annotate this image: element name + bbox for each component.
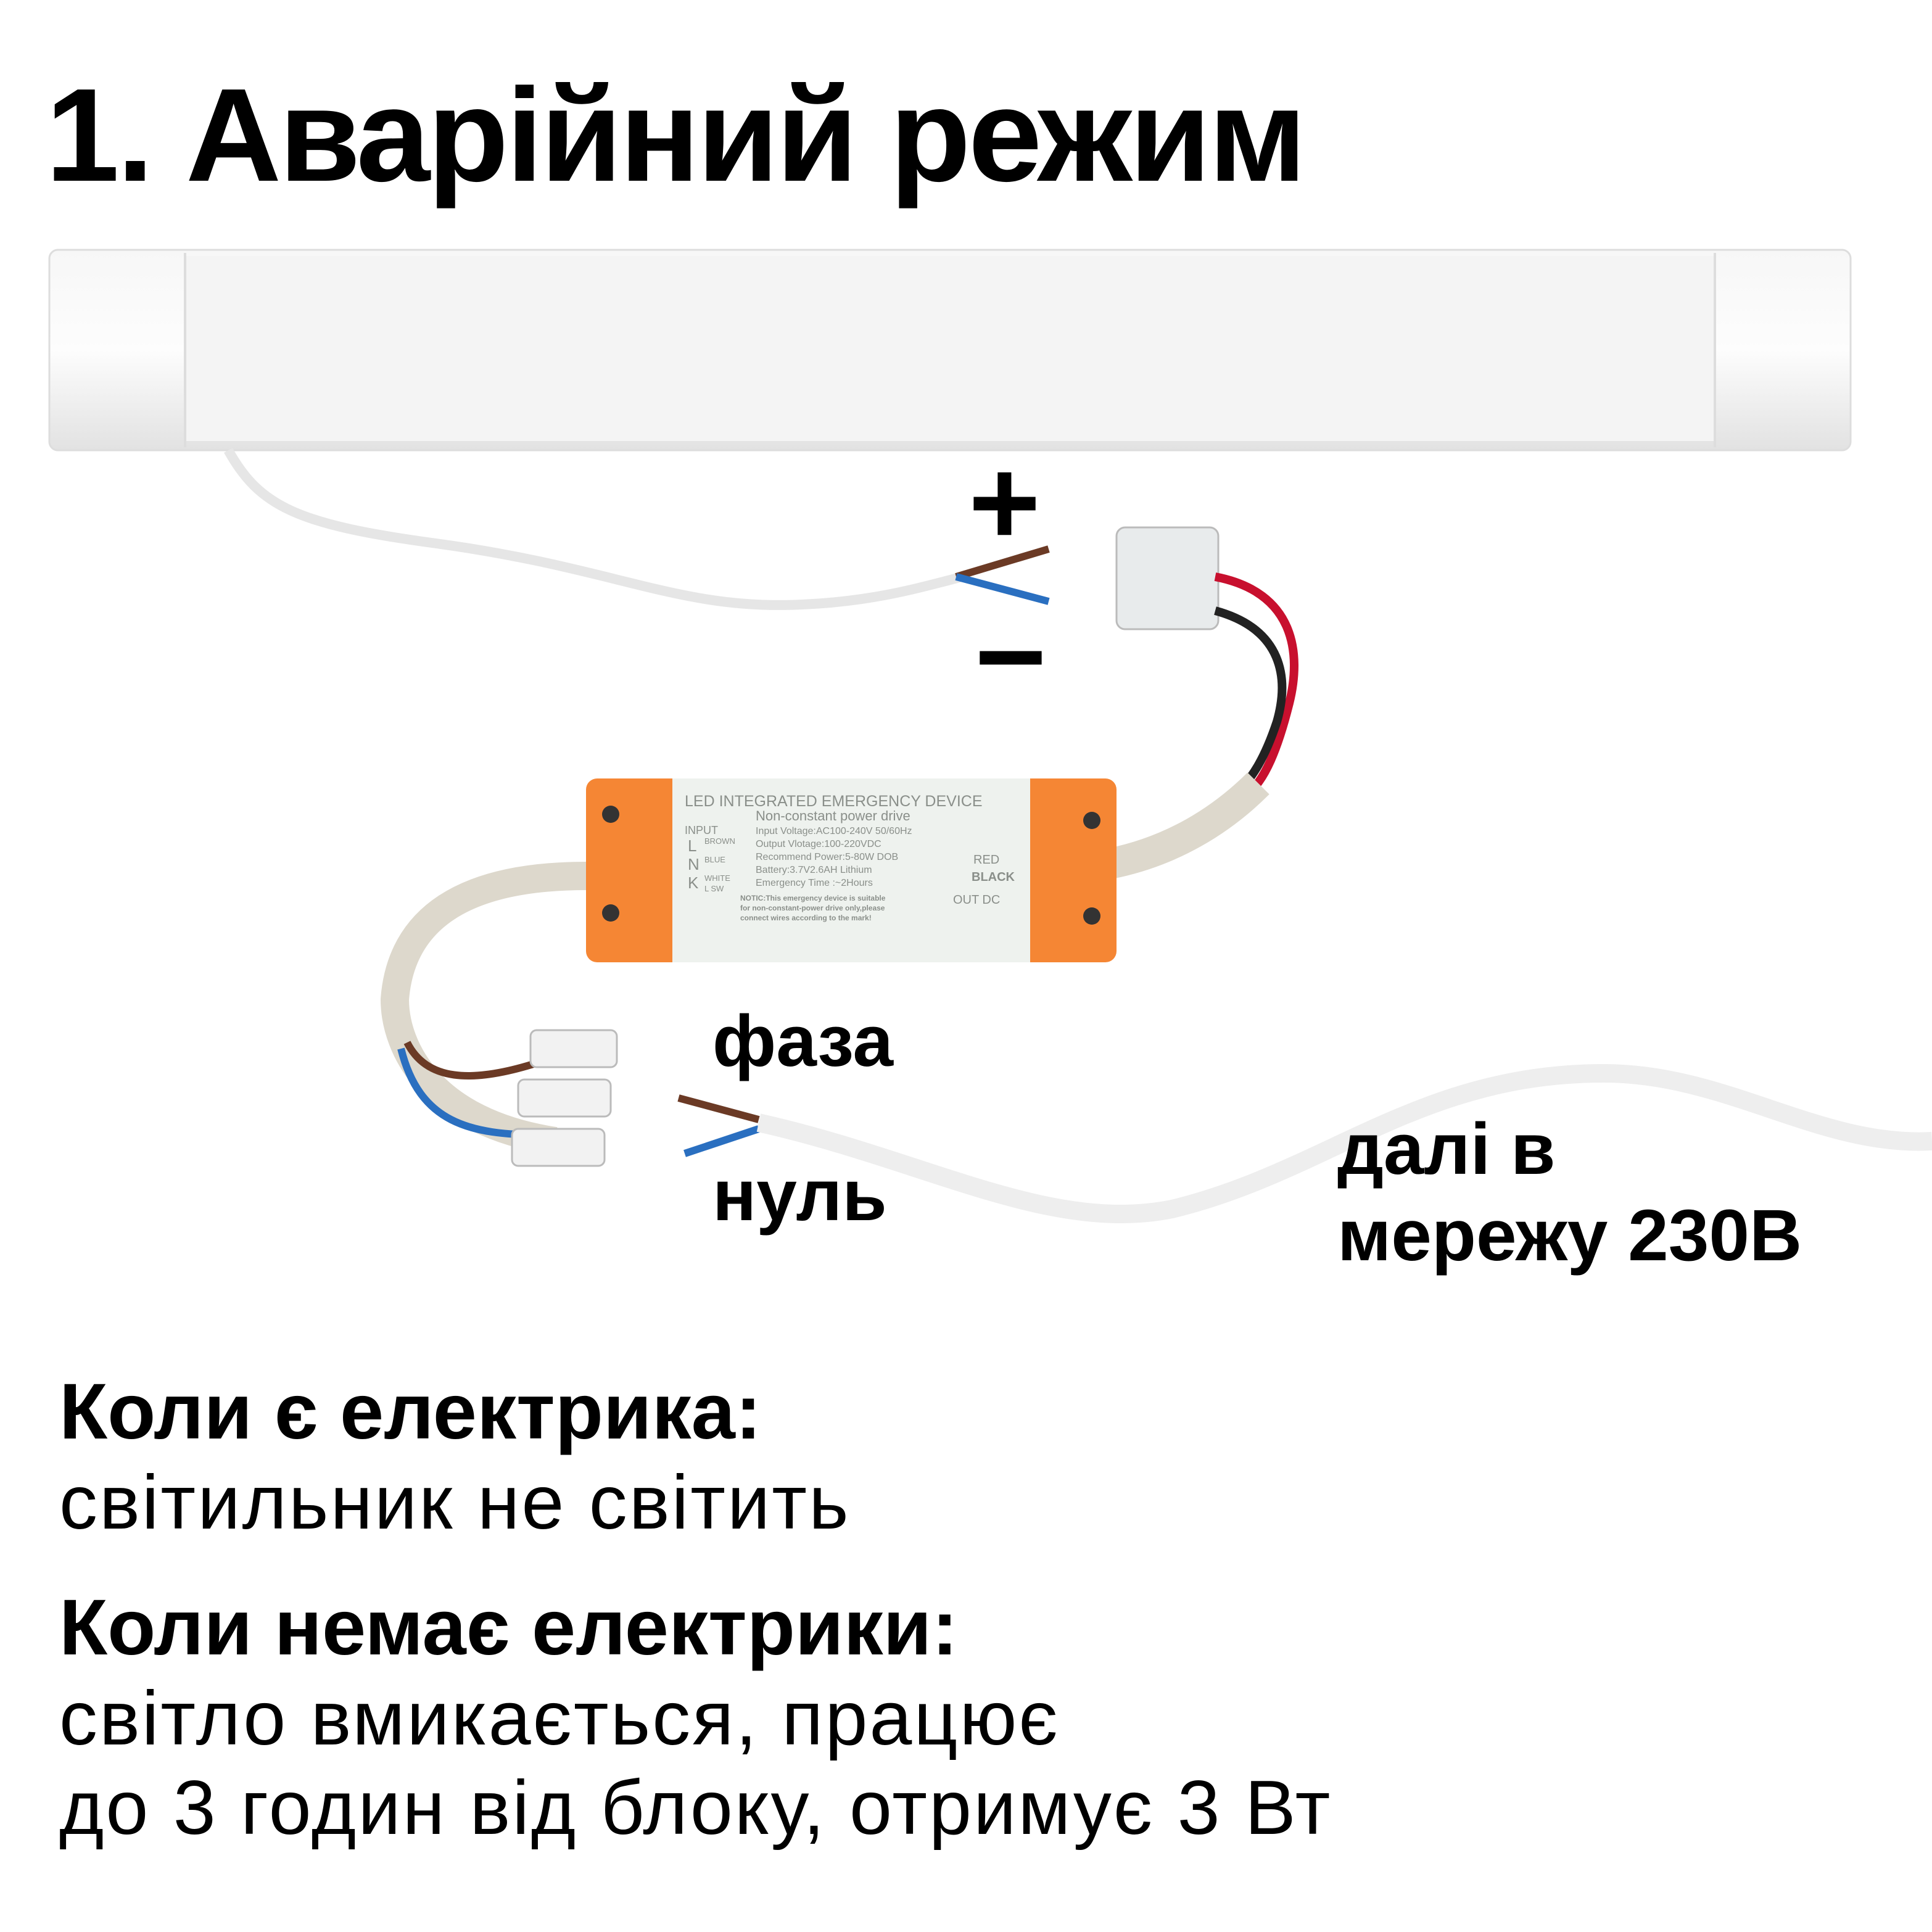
pin-n: N: [688, 855, 700, 873]
neutral-label: нуль: [712, 1155, 887, 1236]
spec: Output Vlotage:100-220VDC: [756, 839, 881, 849]
output-connector: [1115, 526, 1220, 630]
no-power-line-2: до 3 годин від блоку, отримує 3 Вт: [59, 1765, 1332, 1851]
notice: connect wires according to the mark!: [740, 914, 872, 922]
pin-k: K: [688, 873, 699, 892]
pin-n-color: BLUE: [704, 855, 725, 864]
pin-k-color: WHITE: [704, 873, 730, 883]
emergency-device: LED INTEGRATED EMERGENCY DEVICE Non-cons…: [586, 778, 1117, 962]
out-plus: RED: [973, 853, 999, 867]
spec: Recommend Power:5-80W DOB: [756, 852, 898, 862]
minus-label: −: [975, 588, 1047, 725]
device-input-label: INPUT: [685, 824, 718, 836]
no-power-heading: Коли немає електрики:: [59, 1583, 958, 1672]
lamp-cable: [224, 448, 964, 610]
device-subheading: Non-constant power drive: [756, 808, 910, 824]
out-dc: OUT DC: [953, 893, 1000, 907]
input-connectors: [511, 1029, 618, 1167]
pin-l: L: [688, 836, 696, 855]
mains-cable: [756, 1063, 1932, 1223]
spec: Input Voltage:AC100-240V 50/60Hz: [756, 826, 912, 836]
page-title: 1. Аварійний режим: [46, 60, 1307, 209]
plus-label: +: [968, 434, 1041, 571]
no-power-line-1: світло вмикається, працює: [59, 1676, 1060, 1761]
led-lamp: [48, 249, 1852, 452]
out-minus: BLACK: [972, 870, 1015, 884]
phase-label: фаза: [712, 1001, 894, 1082]
with-power-heading: Коли є електрика:: [59, 1368, 762, 1456]
spec: Emergency Time :~2Hours: [756, 878, 873, 888]
notice: for non-constant-power drive only,please: [740, 904, 885, 912]
network-label-2: мережу 230В: [1337, 1195, 1802, 1276]
spec: Battery:3.7V2.6AH Lithium: [756, 865, 872, 875]
with-power-text: світильник не світить: [59, 1460, 851, 1545]
pin-k-extra: L SW: [704, 884, 724, 893]
network-label-1: далі в: [1337, 1108, 1556, 1190]
device-heading: LED INTEGRATED EMERGENCY DEVICE: [685, 793, 983, 810]
pin-l-color: BROWN: [704, 836, 735, 846]
notice: NOTIC:This emergency device is suitable: [740, 894, 886, 902]
